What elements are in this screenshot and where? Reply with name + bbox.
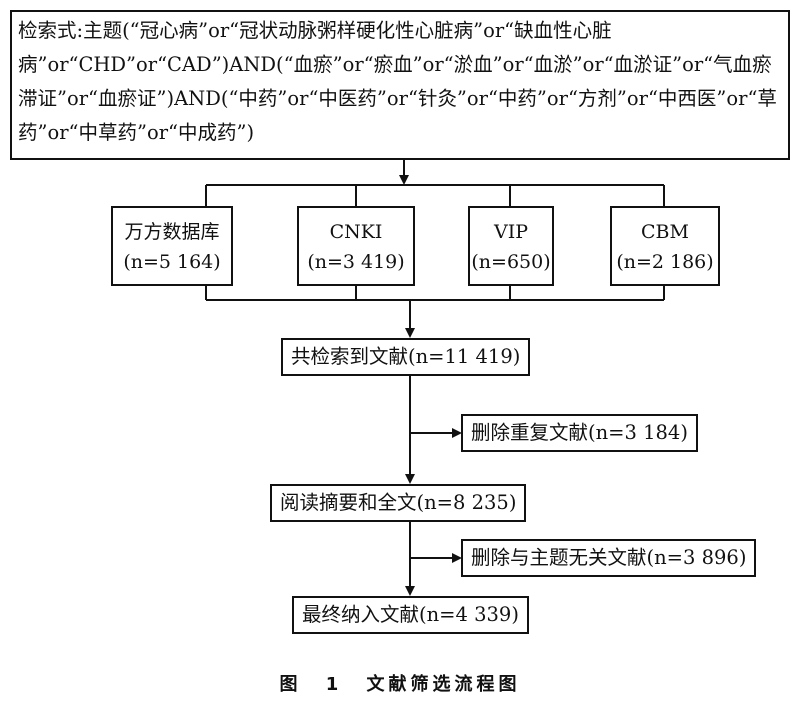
- figure-caption: 图 1 文献筛选流程图: [279, 674, 521, 695]
- read-abstract-box: 阅读摘要和全文(n=8 235): [270, 484, 527, 522]
- remove-irrelevant-text: 删除与主题无关文献(n=3 896): [471, 546, 747, 569]
- remove-duplicates-box: 删除重复文献(n=3 184): [461, 414, 698, 452]
- final-included-text: 最终纳入文献(n=4 339): [302, 603, 519, 626]
- remove-duplicates-text: 删除重复文献(n=3 184): [471, 421, 688, 444]
- database-name: CBM: [641, 221, 689, 243]
- database-box-cnki: CNKI (n=3 419): [297, 206, 415, 286]
- database-box-wanfang: 万方数据库 (n=5 164): [111, 206, 233, 286]
- final-included-box: 最终纳入文献(n=4 339): [292, 596, 529, 634]
- database-name: CNKI: [329, 221, 383, 243]
- database-count: (n=3 419): [307, 251, 405, 273]
- search-query-text: 检索式:主题(“冠心病”or“冠状动脉粥样硬化性心脏病”or“缺血性心脏病”or…: [18, 19, 777, 144]
- search-query-box: [10, 10, 790, 160]
- database-box-vip: VIP (n=650): [468, 206, 554, 286]
- remove-irrelevant-box: 删除与主题无关文献(n=3 896): [461, 539, 757, 577]
- database-count: (n=5 164): [123, 251, 221, 273]
- database-count: (n=2 186): [616, 251, 714, 273]
- read-abstract-text: 阅读摘要和全文(n=8 235): [280, 491, 517, 514]
- total-records-box: 共检索到文献(n=11 419): [281, 338, 531, 376]
- total-records-text: 共检索到文献(n=11 419): [291, 345, 521, 368]
- database-name: 万方数据库: [124, 221, 220, 243]
- database-count: (n=650): [471, 251, 551, 273]
- database-box-cbm: CBM (n=2 186): [610, 206, 720, 286]
- database-name: VIP: [493, 221, 528, 243]
